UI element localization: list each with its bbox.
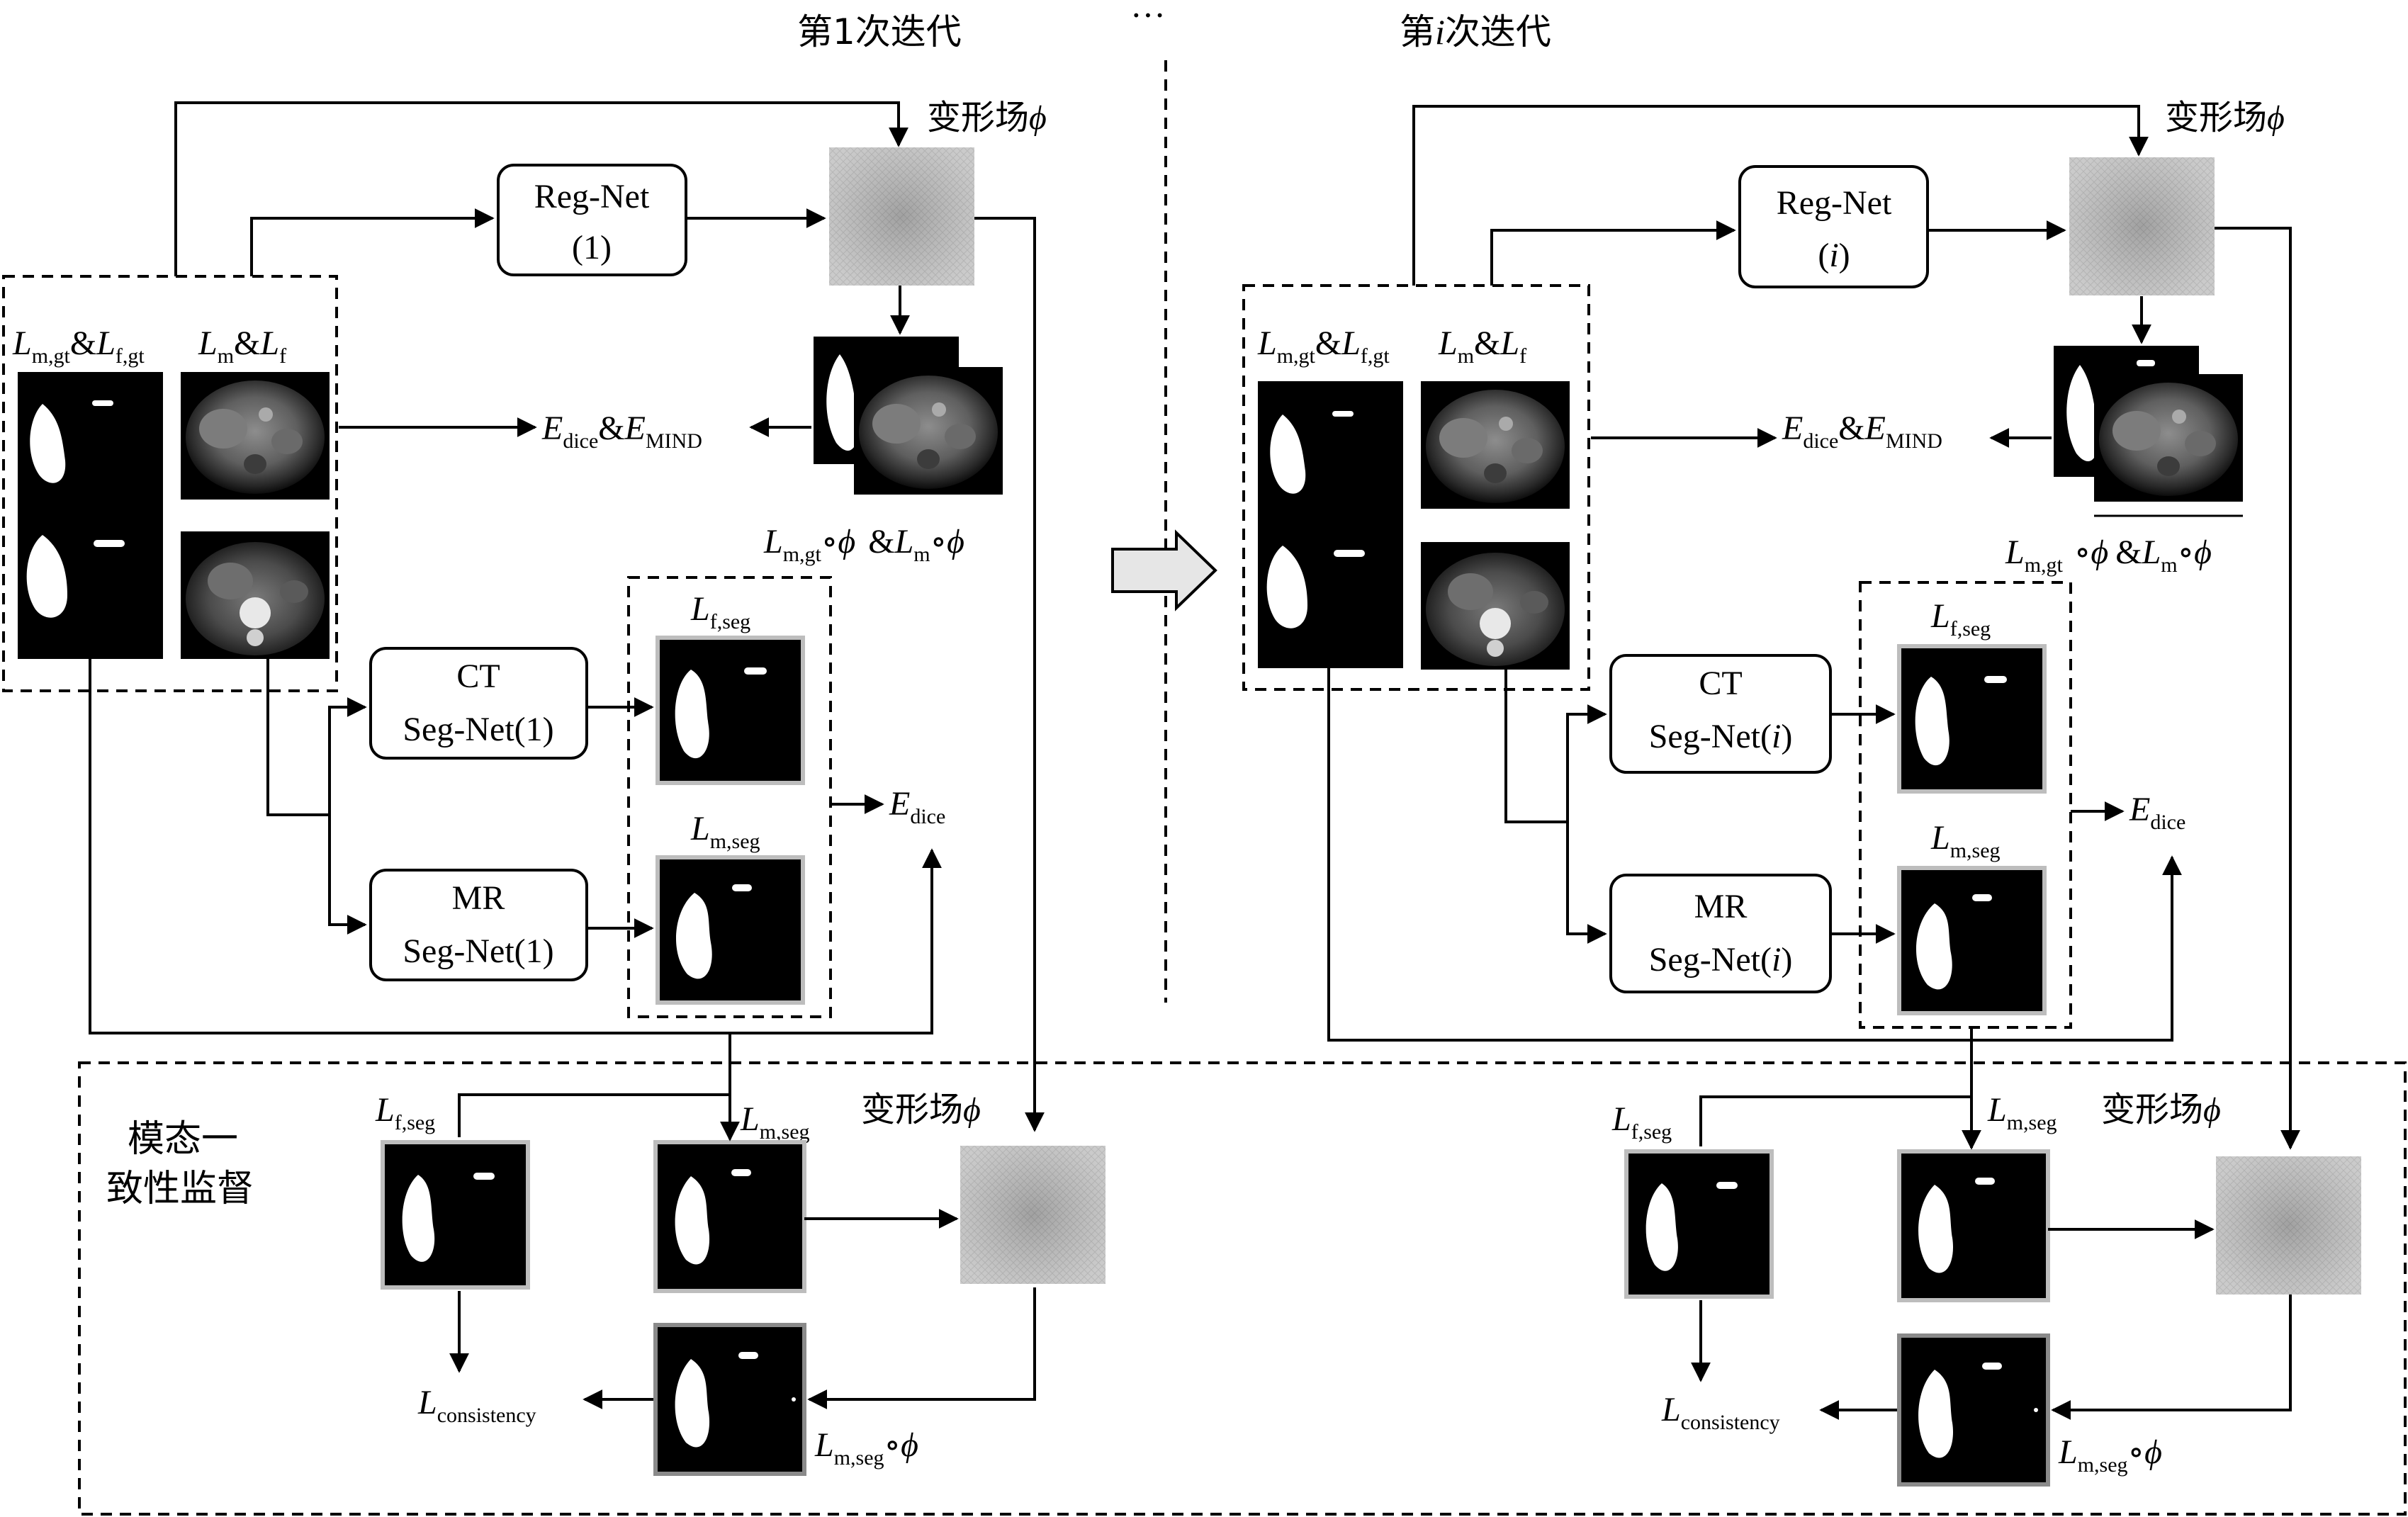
right-ct-image xyxy=(1421,542,1570,670)
right-warped-mr-image xyxy=(2094,374,2243,502)
left-regnet-index: (1) xyxy=(572,229,612,266)
iteration-ellipsis: ··· xyxy=(1130,0,1166,35)
left-bottom-label-lmseg: Lm,seg xyxy=(740,1100,810,1144)
left-warped-mr-image xyxy=(854,367,1003,495)
left-mr-image xyxy=(181,372,330,500)
right-mr-image xyxy=(1421,381,1570,509)
left-bottom-label-lfseg: Lf,seg xyxy=(375,1091,435,1134)
right-bottom-loss-consistency: Lconsistency xyxy=(1661,1391,1780,1434)
left-regnet-label: Reg-Net xyxy=(534,178,650,215)
next-iteration-arrow xyxy=(1111,529,1217,611)
right-loss-dice: Edice xyxy=(2129,791,2185,834)
right-label-lmgt-lfgt: Lm,gt&Lf,gt xyxy=(1257,325,1390,368)
left-ct-segnet-box xyxy=(369,647,588,760)
left-bottom-label-warped: Lm,seg∘ϕ xyxy=(814,1426,918,1470)
left-bottom-deformation-label: 变形场ϕ xyxy=(861,1090,981,1129)
left-label-lmseg: Lm,seg xyxy=(690,810,760,853)
right-iteration-title: 第i次迭代 xyxy=(1400,11,1551,52)
right-regnet-box xyxy=(1738,165,1929,288)
right-bottom-deformation-image xyxy=(2216,1156,2361,1295)
right-deformation-field-image xyxy=(2069,157,2215,295)
left-iteration-title: 第1次迭代 xyxy=(797,11,962,52)
right-bottom-label-lfseg: Lf,seg xyxy=(1611,1100,1672,1144)
consistency-group xyxy=(78,1061,2407,1516)
left-gt-mask-liver-ct xyxy=(26,535,67,618)
left-loss-dice: Edice xyxy=(889,785,945,828)
left-bottom-deformation-image xyxy=(960,1146,1105,1284)
right-label-lfseg: Lf,seg xyxy=(1930,597,1991,641)
left-regnet-box xyxy=(497,164,687,276)
left-label-lfseg: Lf,seg xyxy=(690,590,750,633)
right-label-lmseg: Lm,seg xyxy=(1930,819,2001,862)
svg-text:MR: MR xyxy=(452,879,505,917)
right-deformation-label: 变形场ϕ xyxy=(2165,98,2285,137)
svg-text:Seg-Net(1): Seg-Net(1) xyxy=(403,932,553,970)
left-mr-segnet-box xyxy=(369,869,588,981)
svg-text:Seg-Net(1): Seg-Net(1) xyxy=(403,711,553,748)
right-regnet-index: (i) xyxy=(1818,237,1850,274)
svg-text:CT: CT xyxy=(1699,665,1742,702)
left-label-lmgt-lfgt: Lm,gt&Lf,gt xyxy=(12,325,145,368)
svg-text:CT: CT xyxy=(456,658,500,695)
left-bottom-loss-consistency: Lconsistency xyxy=(417,1384,536,1427)
right-ct-segnet-label: Seg-Net(i) xyxy=(1649,718,1793,755)
left-deformation-field-image xyxy=(829,147,974,286)
right-label-warped: Lm,gt∘ϕ&Lm∘ϕ xyxy=(2005,534,2212,577)
svg-text:MR: MR xyxy=(1694,888,1748,925)
right-bottom-label-lmseg: Lm,seg xyxy=(1987,1091,2057,1134)
right-seg-output-group xyxy=(1859,581,2072,1029)
left-label-warped: Lm,gt∘ϕ&Lm∘ϕ xyxy=(763,523,964,566)
right-bottom-label-warped: Lm,seg∘ϕ xyxy=(2058,1433,2162,1477)
consistency-title-line2: 致性监督 xyxy=(106,1168,254,1210)
right-iteration: Lm,gt&Lf,gt Lm&Lf Reg-Net (i) 变形场ϕ Lm,gt… xyxy=(1242,98,2300,1150)
consistency-section: 模态一 致性监督 Lf,seg Lm,seg 变形场ϕ Lm,seg∘ϕ Lco… xyxy=(78,1027,2407,1516)
left-deformation-label: 变形场ϕ xyxy=(927,98,1047,137)
right-bottom-deformation-label: 变形场ϕ xyxy=(2101,1090,2221,1129)
left-iteration: Lm,gt&Lf,gt Lm&Lf Reg-Net (1) 变形场ϕ Lm,gt… xyxy=(2,98,1047,1132)
consistency-title-line1: 模态一 xyxy=(128,1118,238,1161)
left-input-group xyxy=(2,275,338,692)
right-input-group xyxy=(1242,284,1590,691)
left-seg-output-group xyxy=(627,576,832,1018)
svg-text:Reg-Net: Reg-Net xyxy=(1777,184,1892,222)
left-gt-mask-liver-mr xyxy=(30,404,66,483)
left-label-lm-lf: Lm&Lf xyxy=(198,325,286,368)
left-ct-image xyxy=(181,531,330,659)
right-label-lm-lf: Lm&Lf xyxy=(1438,325,1526,368)
right-mr-segnet-label: Seg-Net(i) xyxy=(1649,941,1793,979)
right-loss-dice-mind: Edice&EMIND xyxy=(1782,410,1942,453)
left-loss-dice-mind: Edice&EMIND xyxy=(541,410,702,453)
